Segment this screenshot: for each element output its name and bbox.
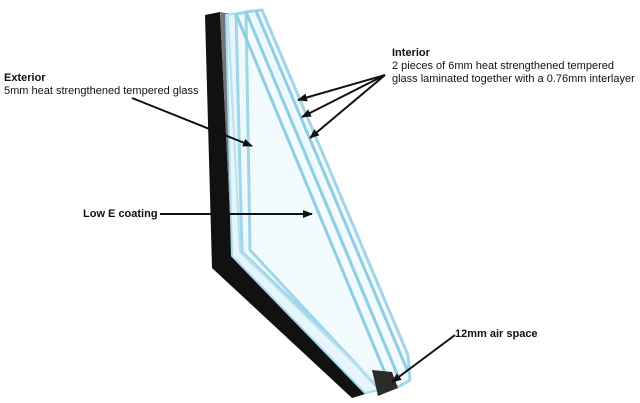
interior-arrow-2 bbox=[301, 74, 386, 118]
pane-edge-line bbox=[227, 15, 241, 253]
interior-pane-2 bbox=[244, 8, 412, 392]
interior-arrow-3 bbox=[309, 74, 386, 139]
exterior-description: 5mm heat strengthened tempered glass bbox=[4, 85, 199, 97]
interior-description-line2: glass laminated together with a 0.76mm i… bbox=[392, 73, 635, 85]
exterior-title: Exterior bbox=[4, 72, 46, 84]
low-e-coating-label: Low E coating bbox=[83, 208, 158, 220]
exterior-label: Exterior 5mm heat strengthened tempered … bbox=[4, 72, 198, 98]
interior-label: Interior 2 pieces of 6mm heat strengthen… bbox=[392, 47, 635, 86]
interior-arrow-1 bbox=[297, 74, 386, 102]
air-space-arrow bbox=[391, 334, 456, 383]
exterior-arrow bbox=[131, 97, 253, 147]
air-space-label: 12mm air space bbox=[455, 328, 538, 340]
interior-description-line1: 2 pieces of 6mm heat strengthened temper… bbox=[392, 60, 614, 72]
pane-edge-line bbox=[244, 11, 400, 377]
spacer-frame bbox=[205, 12, 372, 398]
pane-edge-line bbox=[239, 251, 381, 389]
pane-edge-line bbox=[234, 13, 390, 381]
pane-edge-line bbox=[254, 10, 410, 373]
interior-title: Interior bbox=[392, 47, 430, 59]
